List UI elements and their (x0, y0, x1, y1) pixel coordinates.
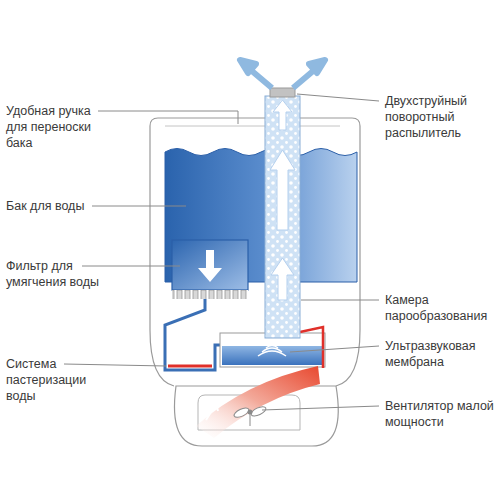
part-label: Система пастеризации воды (6, 356, 102, 404)
leader-lines (64, 94, 379, 410)
leader-line (82, 266, 180, 267)
part-label: Двухструйный поворотный распылитель (385, 93, 495, 141)
part-label: Вентилятор малой мощности (385, 398, 495, 430)
leader-line (98, 111, 238, 124)
chamber-water (222, 346, 323, 365)
leader-line (262, 406, 379, 410)
housing-outline (150, 118, 360, 386)
part-label: Бак для воды (6, 198, 126, 214)
part-label: Ультразвуковая мембрана (385, 338, 495, 370)
handle-line (165, 126, 340, 127)
heater-line (300, 327, 323, 368)
fan-hub (248, 410, 253, 415)
filter-teeth (172, 290, 248, 299)
spray-arrow (240, 60, 272, 88)
leader-line (64, 364, 166, 366)
air-flow (196, 366, 320, 438)
leader-line (301, 300, 379, 301)
leader-line (297, 94, 379, 101)
steam-arrow (273, 100, 292, 130)
leader-line (92, 206, 186, 207)
filter-box (172, 240, 248, 290)
part-label: Удобная ручка для переноски бака (6, 103, 98, 151)
nozzle-cap (270, 88, 295, 97)
part-label: Камера парообразования (385, 292, 495, 324)
pasteurization-heater (168, 365, 212, 368)
fan-axis (250, 414, 251, 426)
steam-arrow (271, 258, 294, 300)
spray-arrow (293, 60, 325, 88)
steam-column (265, 96, 300, 338)
steam-arrow (270, 150, 295, 230)
fan-symbol (233, 405, 267, 426)
filter-arrow (198, 250, 222, 282)
air-arrow (206, 404, 218, 420)
ultrasonic-membrane (258, 346, 286, 357)
leader-line (290, 346, 379, 352)
part-label: Фильтр для умягчения воды (6, 258, 102, 290)
